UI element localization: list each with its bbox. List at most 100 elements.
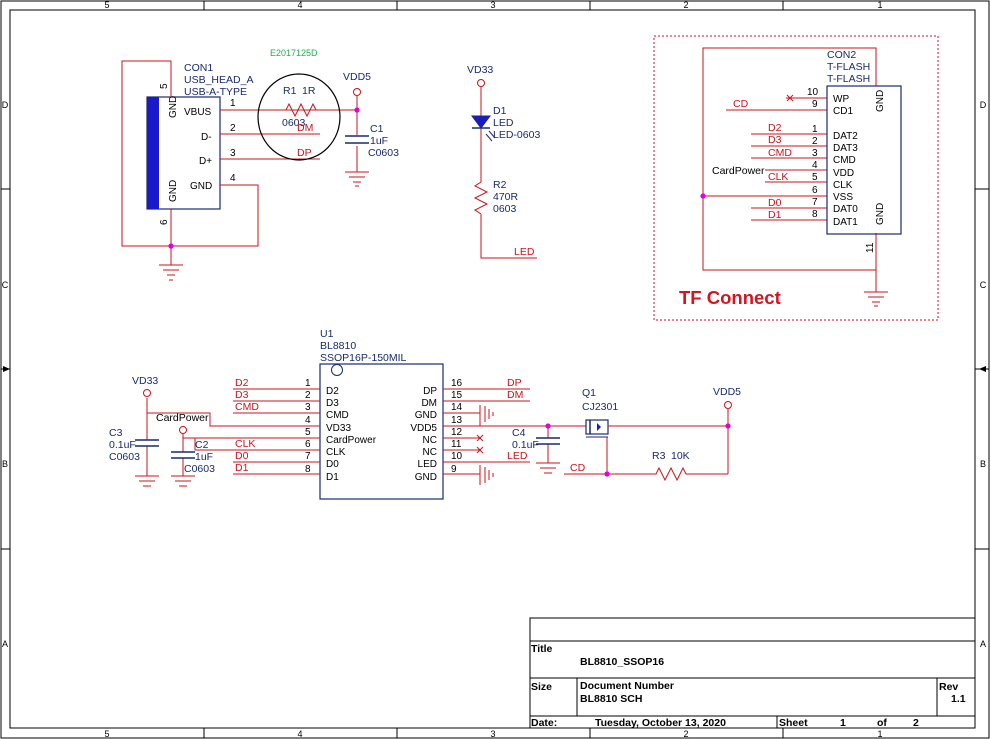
net-label-cd: CD [570,462,586,474]
con1-usb-connector[interactable]: CON1 USB_HEAD_A USB-A-TYPE GND GND 5 6 V… [146,62,253,225]
r3-resistor[interactable]: R3 10K [652,450,690,482]
u1-pin-name: D1 [326,472,339,483]
net-label-d3: D3 [235,389,249,401]
net-label-clk: CLK [235,438,255,450]
u1-pin-num: 6 [305,439,311,450]
con1-pin-num: 3 [230,148,236,159]
cardpower-power-symbol: CardPower [156,412,209,434]
con2-tf-connector[interactable]: CON2 T-FLASH T-FLASH GND GND 11 [826,49,902,253]
net-label-cd: CD [733,98,749,110]
date-value: Tuesday, October 13, 2020 [595,717,726,729]
con1-pin-dplus: D+ [199,156,212,167]
q1-mosfet[interactable]: Q1 CJ2301 [582,387,618,438]
u1-pin-num: 12 [451,427,463,438]
nc-x-marker [786,94,794,102]
r1-resistor[interactable]: E2017125D R1 1R 0603 [257,48,341,161]
title-label: Title [531,643,553,655]
c1-capacitor[interactable]: C1 1uF C0603 [345,123,399,159]
frame-row-labels-right: D C B A [980,100,987,649]
con2-pin-num: 6 [812,185,818,196]
con1-pin-vbus: VBUS [184,107,212,118]
con2-pin-name: DAT3 [833,143,858,154]
con1-pin-num: 2 [230,123,236,134]
con1-pin-gnd: GND [168,180,179,202]
u1-pin-num: 7 [305,451,311,462]
ground-icon [135,475,159,487]
vdd5-label: VDD5 [713,386,741,398]
vd33-label: VD33 [132,375,158,387]
r2-resistor[interactable]: R2 470R 0603 [473,178,519,215]
u1-pin-num: 8 [305,464,311,475]
vdd5-label: VDD5 [343,71,371,83]
sheet-label: Sheet [779,717,808,729]
net-label-dm: DM [297,122,313,134]
con1-pin-dminus: D- [201,132,212,143]
u1-pin-name: NC [423,447,437,458]
con2-pin-num: 9 [812,99,818,110]
u1-pin-name: GND [415,472,437,483]
junction-dot [354,107,360,113]
title-block [529,617,976,729]
net-label-cmd: CMD [235,401,259,413]
c2-footprint: C0603 [184,463,215,475]
c1-ref: C1 [370,123,384,135]
net-label-cardpower: CardPower [156,412,209,424]
con2-pin-gnd: GND [875,90,886,112]
c2-value: 1uF [195,451,213,463]
sheet-total: 2 [913,717,919,729]
ground-icon [864,291,888,307]
u1-wires [146,388,586,485]
r1-ref: R1 [283,85,297,97]
u1-pin-num: 4 [305,415,311,426]
junction-dot [168,243,174,249]
r1-footprint: 0603 [282,117,306,129]
junction-dot [700,193,706,199]
net-label-dp: DP [297,147,312,159]
row-label: A [980,639,986,649]
con2-pin-name: DAT2 [833,131,858,142]
con1-pin-gnd: GND [168,96,179,118]
con2-pin-name: VSS [833,192,853,203]
row-label: D [980,100,987,110]
u1-pin-name: DP [423,386,437,397]
d1-led[interactable]: D1 LED LED-0603 [471,105,540,142]
con2-pin-num: 10 [807,87,819,98]
frame-arrow-left [3,366,10,372]
con2-pin-name: WP [833,94,849,105]
r1-value: 1R [302,85,316,97]
vdd5-power-symbol: VDD5 [343,71,371,96]
d1-ref: D1 [493,105,507,117]
con2-pin-num: 11 [865,242,876,253]
row-label: C [2,280,9,290]
c3-capacitor[interactable]: C3 0.1uF C0603 [109,427,159,463]
net-label-d2: D2 [235,377,249,389]
col-label: 3 [490,729,495,739]
con2-pin-name: CMD [833,155,856,166]
u1-ic[interactable]: U1 BL8810 SSOP16P-150MIL [319,328,444,500]
junction-dot [725,423,731,429]
col-label: 4 [297,0,302,10]
net-label-d3: D3 [768,134,782,146]
con1-pin-num: 1 [230,98,236,109]
col-label: 5 [104,0,109,10]
junction-dot [604,471,610,477]
con1-wires [121,60,358,265]
nc-x-marker [476,434,484,454]
vdd5-power-symbol-q1: VDD5 [713,386,741,409]
net-label-d0: D0 [768,197,782,209]
u1-pin-num: 14 [451,402,463,413]
c3-value: 0.1uF [109,439,136,451]
con2-pin-num: 5 [812,172,818,183]
c4-ref: C4 [512,427,526,439]
row-label: B [2,459,8,469]
row-label: C [980,280,987,290]
c2-capacitor[interactable]: C2 1uF C0603 [171,439,215,475]
con2-pin-num: 2 [812,136,818,147]
c4-capacitor[interactable]: C4 0.1uF [512,427,560,451]
col-label: 1 [877,729,882,739]
r2-footprint: 0603 [493,203,517,215]
tf-connect-title: TF Connect [679,287,781,308]
con1-pin-num: 6 [159,219,170,225]
ground-icon [159,264,183,281]
